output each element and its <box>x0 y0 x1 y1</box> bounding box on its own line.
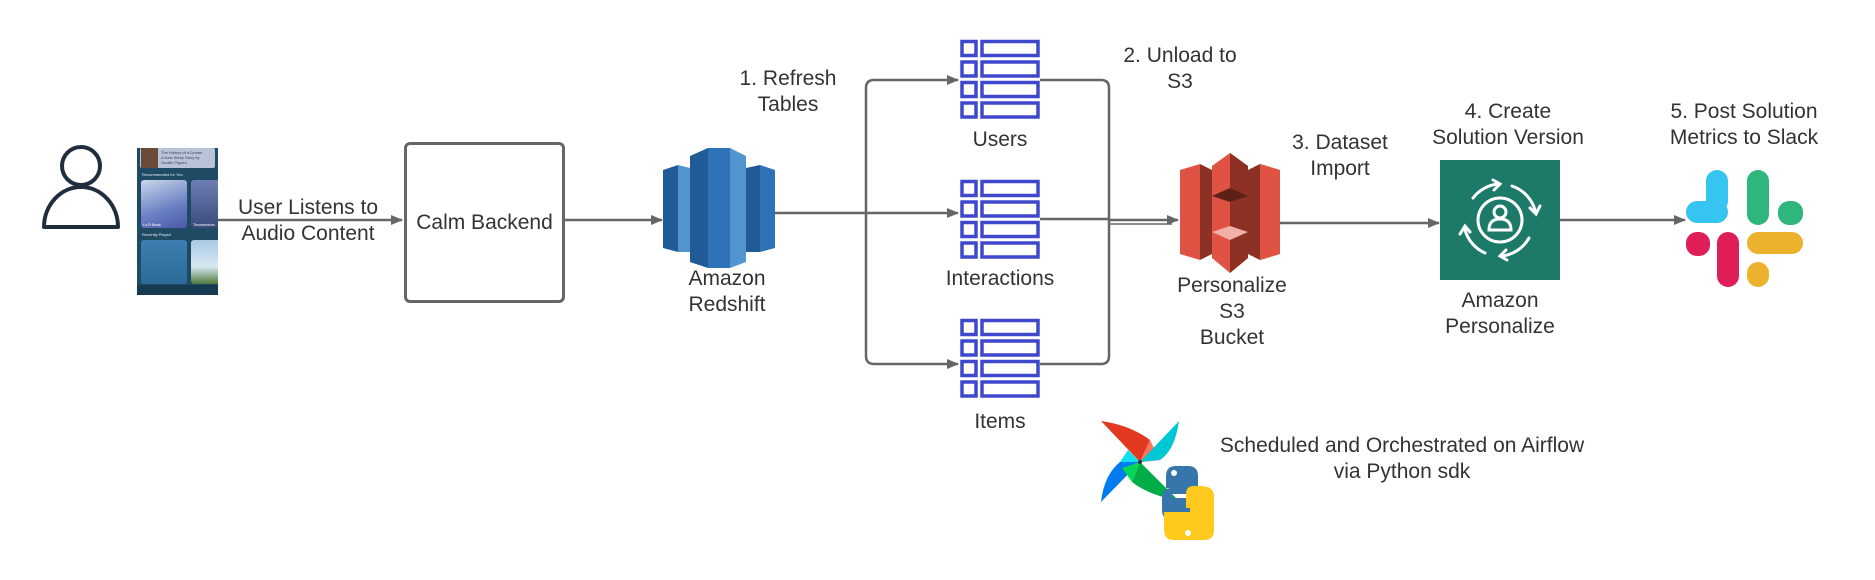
table-cell-key <box>960 200 978 218</box>
table-cell-value <box>980 101 1040 119</box>
table-cell-value <box>980 380 1040 398</box>
phone-section-recent: Recently Played <box>142 232 171 237</box>
table-cell-value <box>980 339 1040 357</box>
table-cell-value <box>980 179 1040 198</box>
phone-tab-bar <box>137 285 218 295</box>
table-cell-key <box>960 380 978 398</box>
table-cell-value <box>980 359 1040 378</box>
step3-label: 3. Dataset Import <box>1292 131 1388 180</box>
table-cell-value <box>980 220 1040 239</box>
personalize-label: Amazon Personalize <box>1445 289 1555 338</box>
items-table-label: Items <box>974 410 1026 433</box>
phone-header-title: The History of a Dream <box>161 150 203 155</box>
edge-to-users <box>864 75 959 213</box>
user-icon <box>42 145 120 229</box>
phone-card-recent1 <box>141 240 187 284</box>
users-table-label: Users <box>972 128 1028 151</box>
step1-label: 1. Refresh Tables <box>739 67 837 116</box>
airflow-icon <box>1101 421 1179 502</box>
airflow-caption: Scheduled and Orchestrated on Airflow vi… <box>1219 434 1585 483</box>
phone-card-lofi: Lo-Fi Beats <box>141 180 187 228</box>
table-cell-value <box>980 39 1040 58</box>
interactions-table-label: Interactions <box>945 267 1055 290</box>
table-cell-value <box>980 241 1040 259</box>
interactions-table-icon <box>960 179 1040 259</box>
phone-header-sub: A New Sleep Story by <box>161 155 200 160</box>
redshift-label: Amazon Redshift <box>688 267 766 316</box>
slack-icon <box>1686 170 1803 287</box>
table-cell-value <box>980 60 1040 78</box>
calm-backend-label: Calm Backend <box>416 210 553 234</box>
edge-label-user-listens: User Listens to Audio Content <box>237 196 379 245</box>
step5-label: 5. Post Solution Metrics to Slack <box>1669 100 1819 149</box>
edge-to-items <box>864 213 959 369</box>
table-cell-key <box>960 220 978 239</box>
amazon-personalize-icon <box>1440 160 1560 280</box>
s3-bucket-label: Personalize S3 Bucket <box>1177 274 1287 349</box>
edges <box>218 75 1686 369</box>
step4-label: 4. Create Solution Version <box>1432 100 1584 149</box>
table-cell-key <box>960 179 978 198</box>
redshift-icon <box>663 148 775 268</box>
items-table-icon <box>960 318 1040 398</box>
step2-label: 2. Unload to S3 <box>1123 44 1237 93</box>
phone-card-thunderstorm: Thunderstorm <box>191 180 218 228</box>
table-cell-key <box>960 359 978 378</box>
calm-app-screenshot: The History of a Dream A New Sleep Story… <box>137 148 218 295</box>
python-icon <box>1162 466 1214 540</box>
table-cell-key <box>960 101 978 119</box>
phone-header-image <box>141 148 158 168</box>
s3-bucket-icon <box>1180 153 1280 273</box>
table-cell-value <box>980 318 1040 337</box>
table-cell-key <box>960 80 978 99</box>
phone-header-card <box>140 148 215 168</box>
table-cell-value <box>980 200 1040 218</box>
table-cell-key <box>960 241 978 259</box>
table-cell-key <box>960 318 978 337</box>
calm-backend-node: Calm Backend <box>404 142 565 303</box>
phone-section-recommended: Recommended for You <box>142 172 183 177</box>
phone-card-recent2 <box>191 240 218 284</box>
edge-items-out <box>1040 219 1111 366</box>
phone-header-sub2: Scottie Pippen <box>161 160 187 165</box>
table-cell-key <box>960 39 978 58</box>
table-cell-key <box>960 60 978 78</box>
table-cell-key <box>960 339 978 357</box>
tables <box>960 39 1040 398</box>
table-cell-value <box>980 80 1040 99</box>
users-table-icon <box>960 39 1040 119</box>
edge-users-out <box>1040 78 1111 219</box>
